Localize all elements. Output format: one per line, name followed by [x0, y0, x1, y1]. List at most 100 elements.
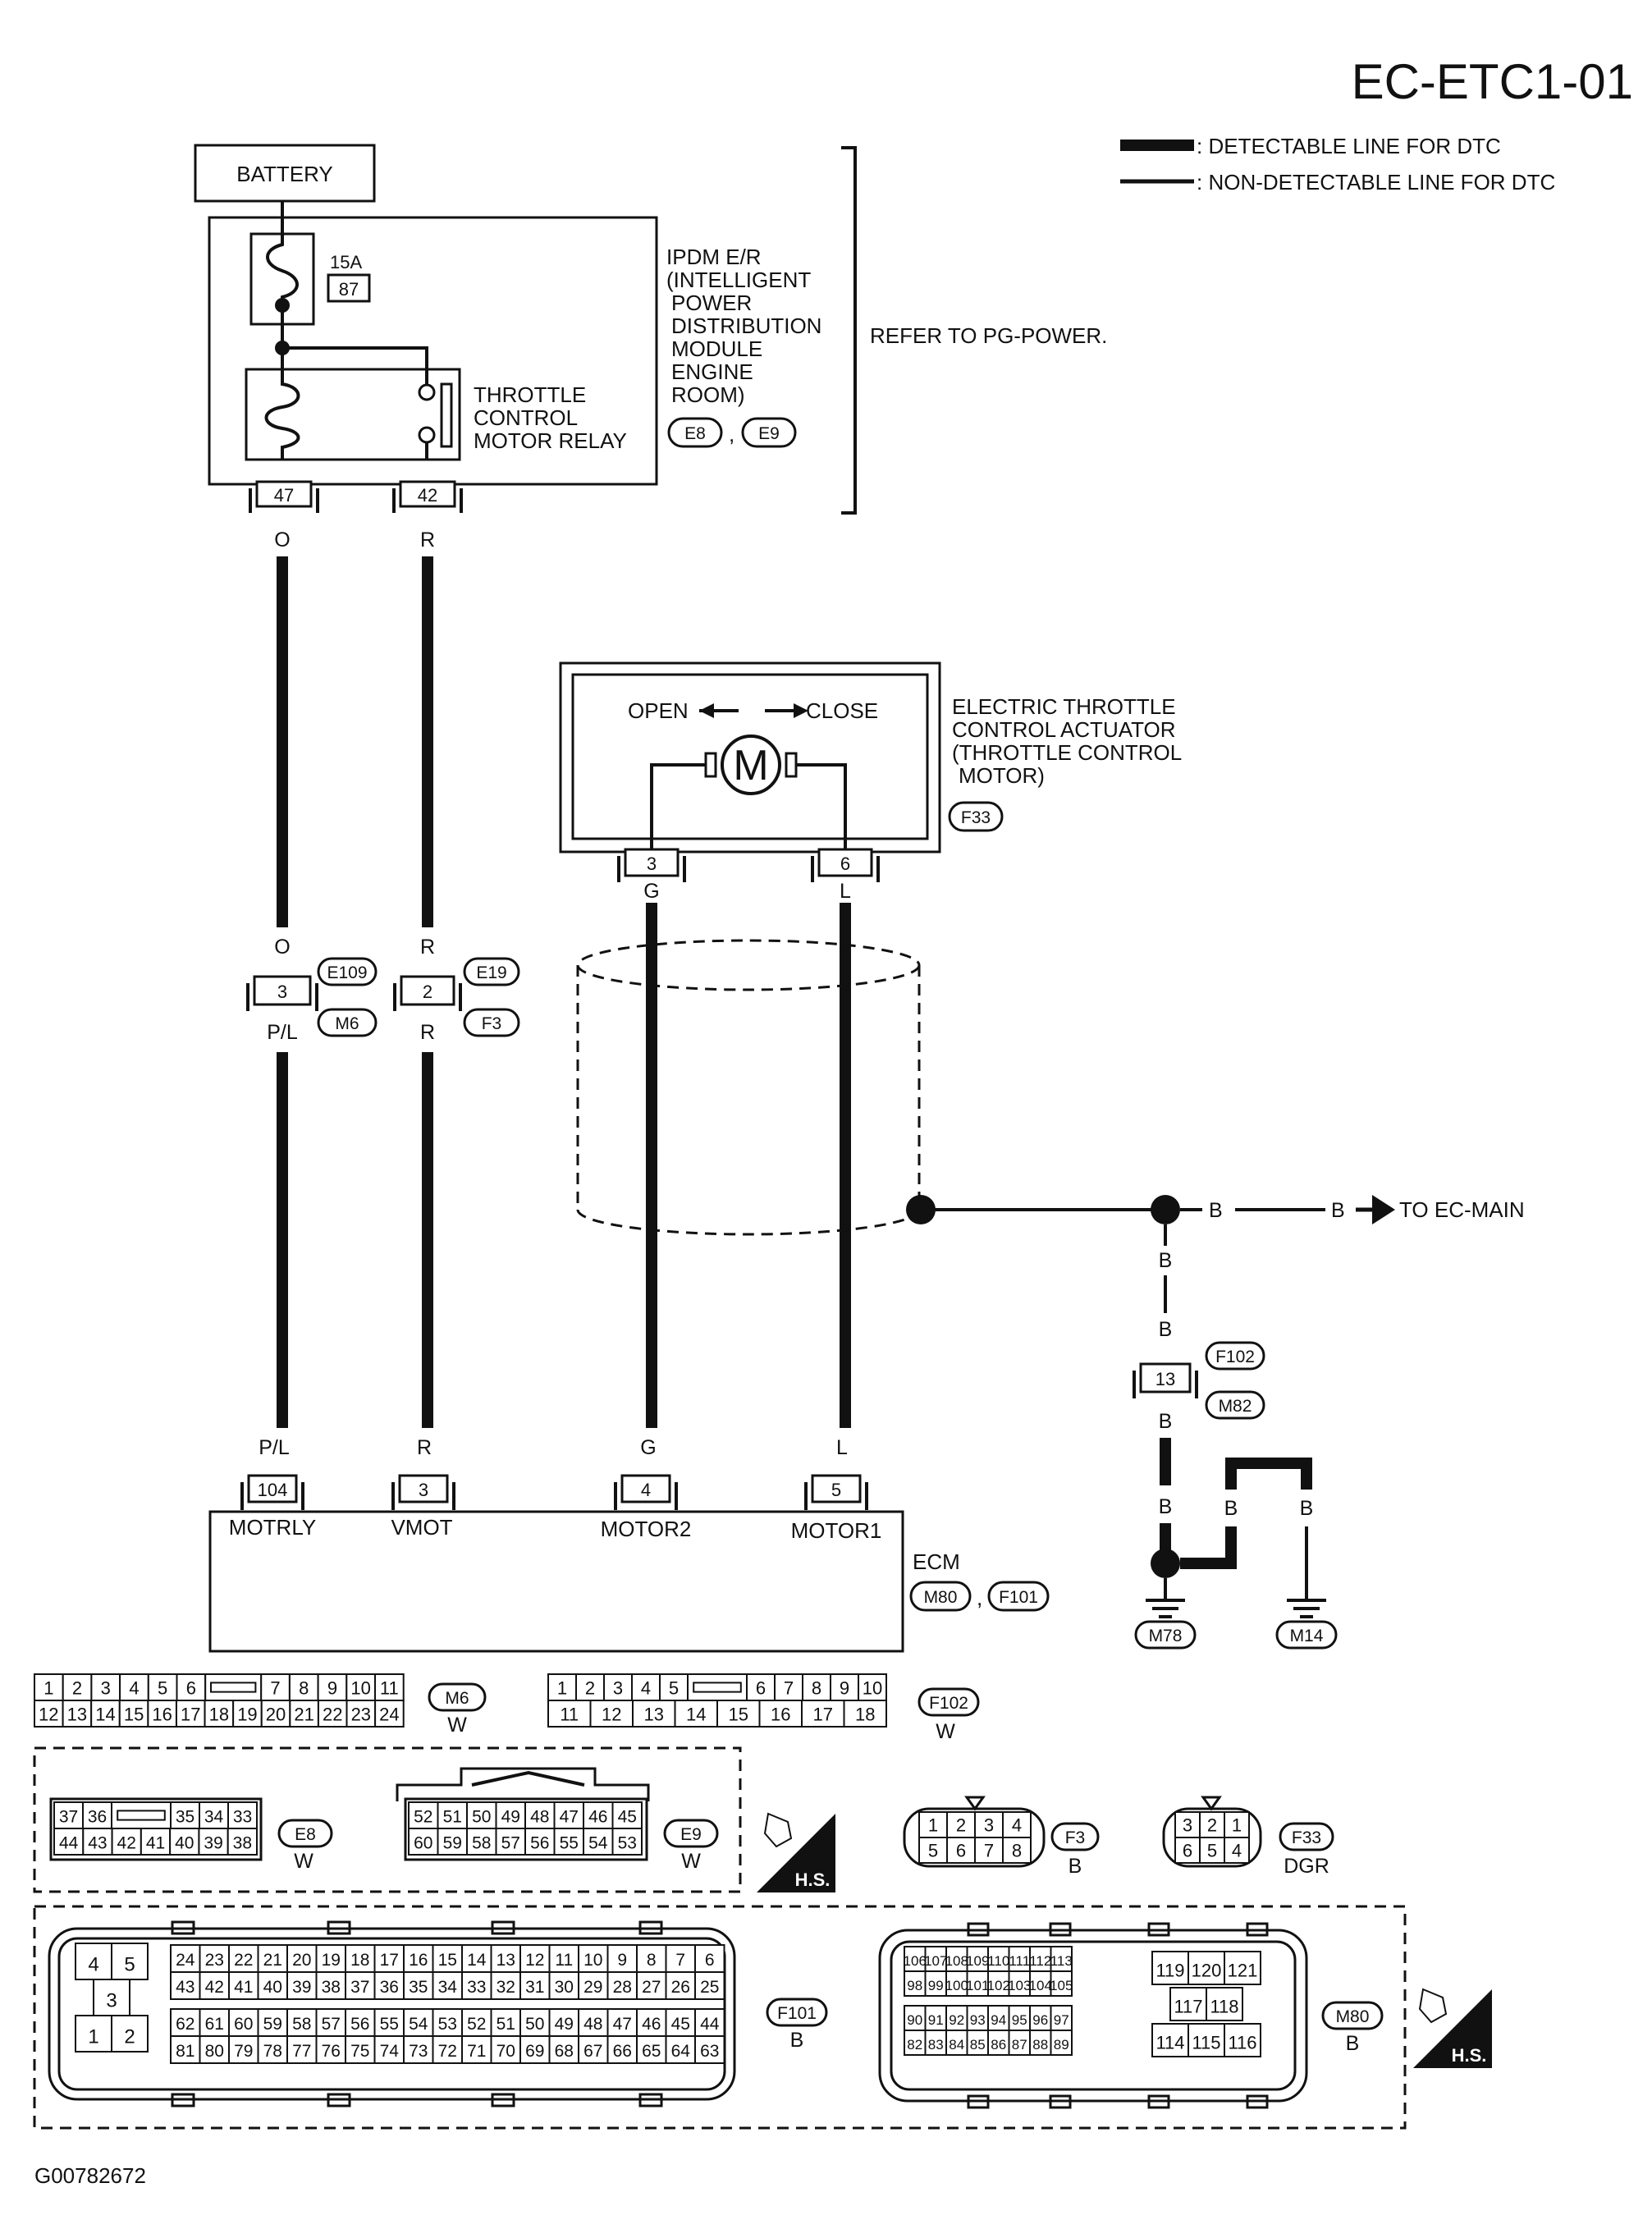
- f102-pin-4: 4: [641, 1677, 651, 1698]
- m80-pin-94: 94: [991, 2012, 1006, 2028]
- e9-pin-52: 52: [414, 1807, 432, 1826]
- f101-pin-62: 62: [176, 2015, 194, 2034]
- joint-e109-label: E109: [327, 963, 367, 982]
- f101-pin-39: 39: [292, 1978, 311, 1997]
- to-ec-main-label: TO EC-MAIN: [1399, 1197, 1525, 1222]
- connector-f3-name: F3: [1065, 1828, 1086, 1847]
- f33-pin-1: 1: [1232, 1815, 1242, 1836]
- f101-pin-74: 74: [380, 2042, 400, 2061]
- m6-pin-4: 4: [129, 1677, 139, 1698]
- f101-pin-65: 65: [642, 2042, 661, 2061]
- ground-joint-connector-13: 13: [1133, 1362, 1198, 1398]
- m6-pin-18: 18: [209, 1704, 229, 1724]
- ipdm-label-4: DISTRIBUTION: [671, 313, 821, 338]
- hs-group-dashed-2: [33, 1905, 1407, 2130]
- ipdm-connector-e9: E9: [758, 424, 780, 443]
- ground-b-4: B: [1159, 1318, 1173, 1341]
- m6-pin-21: 21: [294, 1704, 313, 1724]
- f101-pin-29: 29: [583, 1978, 602, 1997]
- f101-pin-50: 50: [525, 2015, 544, 2034]
- ground-b-6: B: [1159, 1495, 1173, 1518]
- ipdm-terminal-47: 47: [249, 480, 319, 513]
- ipdm-terminal-42: 42: [392, 480, 463, 513]
- f3-pin-6: 6: [956, 1841, 966, 1861]
- m80-pin-92: 92: [949, 2012, 964, 2028]
- f101-pin-53: 53: [438, 2015, 457, 2034]
- m80-pin-88: 88: [1032, 2037, 1048, 2053]
- f101-pin-69: 69: [525, 2042, 544, 2061]
- connector-m6-color: W: [447, 1714, 467, 1737]
- f33-pin-3: 3: [1183, 1815, 1192, 1836]
- e9-pin-54: 54: [588, 1833, 608, 1852]
- motor-symbol: M: [733, 742, 768, 789]
- hs-badge-label-2: H.S.: [1452, 2045, 1487, 2066]
- fuse-icon: [266, 217, 299, 305]
- svg-text:5: 5: [831, 1480, 841, 1500]
- m6-pin-9: 9: [327, 1677, 337, 1698]
- svg-text:2: 2: [423, 982, 432, 1002]
- f101-pin-9: 9: [617, 1951, 627, 1970]
- e8-pin-43: 43: [88, 1833, 107, 1852]
- m80-pin-107: 107: [924, 1953, 947, 1969]
- m6-pin-3: 3: [101, 1677, 111, 1698]
- ipdm-label-3: POWER: [671, 291, 752, 315]
- connector-f101-name: F101: [777, 2004, 817, 2023]
- m6-pin-17: 17: [181, 1704, 200, 1724]
- f101-pin-3: 3: [106, 1989, 117, 2011]
- e8-pin-38: 38: [233, 1833, 252, 1852]
- wire-2-color-mid: R: [420, 936, 435, 959]
- actuator-inner-box: [571, 673, 929, 840]
- m6-pin-15: 15: [124, 1704, 144, 1724]
- f101-pin-26: 26: [671, 1978, 690, 1997]
- m80-pin-100: 100: [945, 1978, 968, 1993]
- f102-pin-11: 11: [560, 1704, 579, 1724]
- fuse-number: 87: [339, 279, 359, 300]
- relay-label-2: CONTROL: [474, 405, 578, 430]
- m80-pin-83: 83: [928, 2037, 944, 2053]
- f101-pin-36: 36: [380, 1978, 399, 1997]
- connector-f102-color: W: [936, 1720, 955, 1743]
- m80-pin-90: 90: [907, 2012, 922, 2028]
- f102-pin-9: 9: [840, 1677, 849, 1698]
- e8-pin-40: 40: [175, 1833, 194, 1852]
- f101-pin-12: 12: [525, 1951, 544, 1970]
- f101-pin-59: 59: [263, 2015, 282, 2034]
- shield-bottom-arc: [576, 1209, 921, 1236]
- connector-f102-name: F102: [929, 1694, 968, 1713]
- m80-pin-110: 110: [987, 1953, 1009, 1969]
- m80-pin-108: 108: [945, 1953, 968, 1969]
- f102-pin-2: 2: [585, 1677, 595, 1698]
- m6-pin-8: 8: [299, 1677, 309, 1698]
- f101-pin-15: 15: [438, 1951, 457, 1970]
- m80-pin-103: 103: [1008, 1978, 1031, 1993]
- f101-pin-11: 11: [555, 1951, 573, 1970]
- svg-text:3: 3: [647, 854, 657, 874]
- connector-e9-color: W: [681, 1850, 701, 1873]
- f102-pin-5: 5: [669, 1677, 679, 1698]
- e8-pin-35: 35: [176, 1807, 194, 1826]
- ground-b-5: B: [1159, 1410, 1173, 1433]
- f101-pin-40: 40: [263, 1978, 282, 1997]
- legend-thin-label: : NON-DETECTABLE LINE FOR DTC: [1197, 170, 1555, 194]
- hs-badge-icon-2: H.S.: [1413, 1988, 1492, 2068]
- e8-pin-37: 37: [59, 1807, 78, 1826]
- m80-pin-102: 102: [987, 1978, 1010, 1993]
- f101-pin-23: 23: [205, 1951, 224, 1970]
- e9-pin-55: 55: [560, 1833, 579, 1852]
- joint-m6-label: M6: [335, 1014, 359, 1033]
- wire-3-color: G: [643, 880, 659, 903]
- f101-pin-21: 21: [263, 1951, 282, 1970]
- wire-3-color-end: G: [640, 1436, 656, 1459]
- f101-pin-75: 75: [350, 2042, 369, 2061]
- e9-pin-46: 46: [588, 1807, 607, 1826]
- f101-pin-55: 55: [380, 2015, 399, 2034]
- f101-pin-19: 19: [322, 1951, 341, 1970]
- f101-pin-61: 61: [205, 2015, 224, 2034]
- ecm-pin-3-name: VMOT: [391, 1515, 452, 1540]
- joint-connector-3: 3: [246, 975, 318, 1011]
- f101-pin-66: 66: [613, 2042, 632, 2061]
- m80-pin-109: 109: [966, 1953, 989, 1969]
- f101-pin-45: 45: [671, 2015, 690, 2034]
